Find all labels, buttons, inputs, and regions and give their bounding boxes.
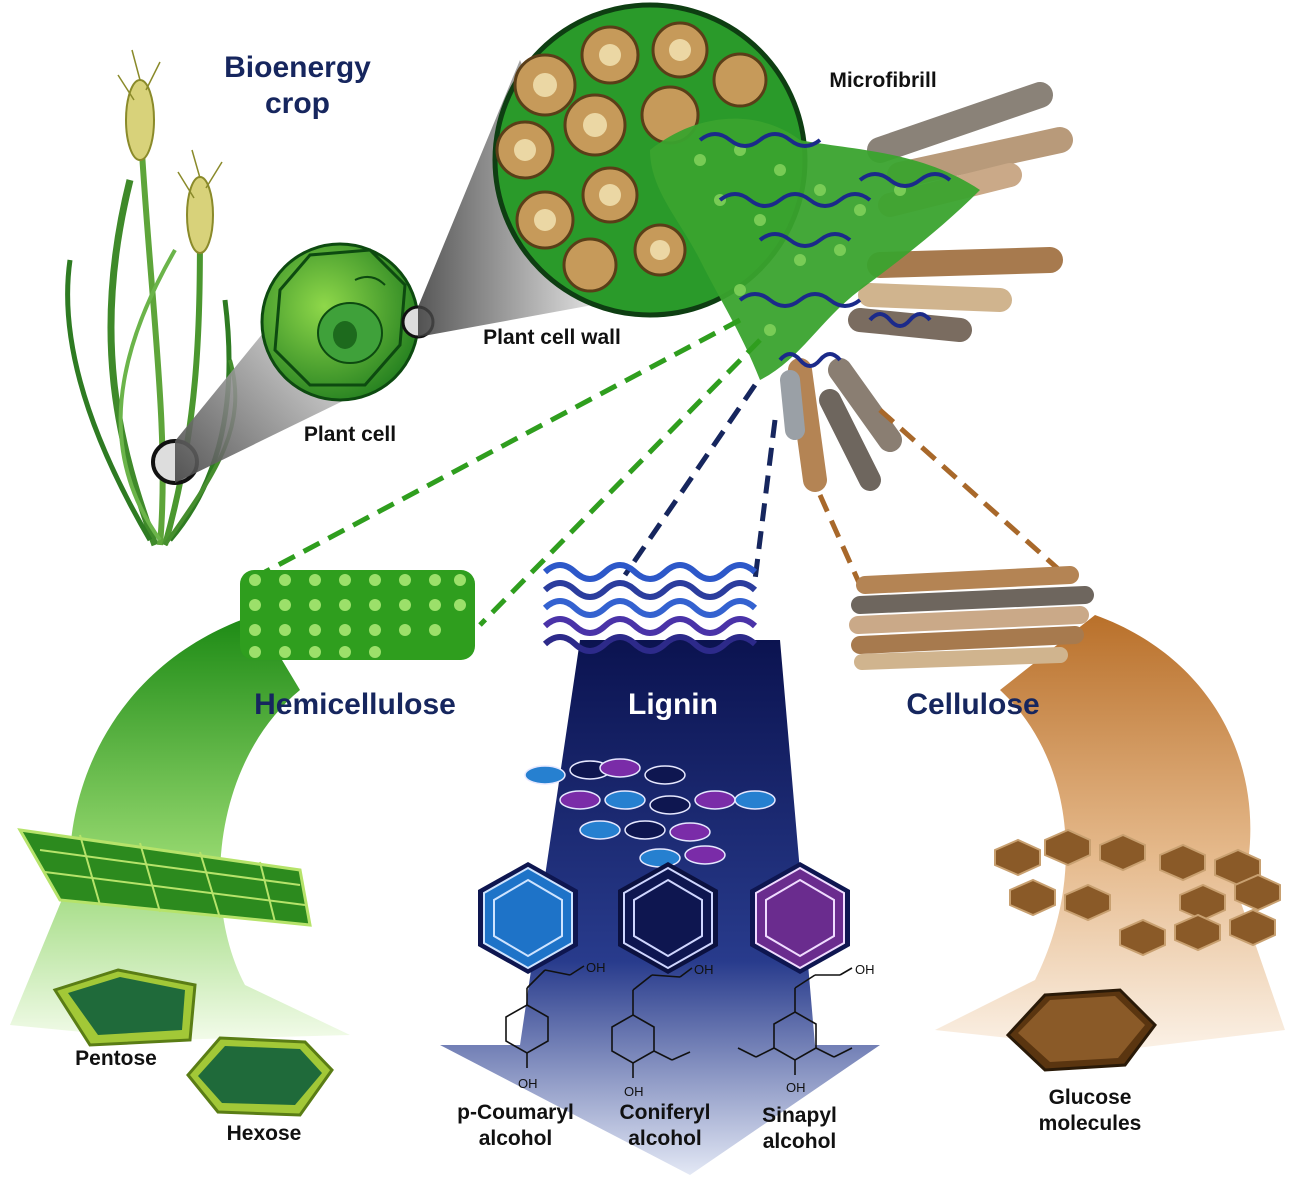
hemicellulose-strands <box>240 570 475 660</box>
plant-cell-illustration <box>260 242 435 402</box>
p-coumaryl-alcohol-label: p-Coumaryl alcohol <box>443 1100 588 1152</box>
coumaryl-ring-icon <box>478 862 578 974</box>
microfibril-label: Microfibrill <box>829 69 937 92</box>
pentose-icon <box>52 968 197 1047</box>
bioenergy-crop-illustration <box>65 49 238 547</box>
coniferyl-line-1: Coniferyl <box>619 1101 711 1124</box>
hemicellulose-branch <box>10 570 475 1117</box>
glucose-molecules-label: Glucose molecules <box>1022 1085 1158 1137</box>
dashed-connectors <box>263 317 1067 627</box>
sinapyl-line-1: Sinapyl <box>762 1104 837 1127</box>
lignin-branch: OH OH OH OH OH OH <box>440 562 880 1175</box>
lignin-network <box>524 758 776 868</box>
p-coumaryl-line-1: p-Coumaryl <box>457 1101 574 1124</box>
hexose-icon <box>186 1036 334 1117</box>
coniferyl-line-2: alcohol <box>628 1127 702 1150</box>
oh-label: OH <box>586 960 606 975</box>
cellulose-branch <box>849 566 1285 1072</box>
lignin-polymer-stack <box>542 562 758 654</box>
glucose-line-2: molecules <box>1038 1112 1142 1135</box>
oh-label: OH <box>624 1084 644 1099</box>
wheat-ear-icon <box>117 49 223 254</box>
oh-label: OH <box>518 1076 538 1091</box>
plant-cell-label: Plant cell <box>303 423 397 446</box>
sinapyl-ring-icon <box>750 862 850 974</box>
coniferyl-structure <box>611 967 693 1078</box>
bioenergy-line-1: Bioenergy <box>224 51 371 84</box>
microfibril-illustration <box>650 82 1073 492</box>
coniferyl-ring-icon <box>618 862 718 974</box>
oh-label: OH <box>786 1080 806 1095</box>
bioenergy-crop-title: Bioenergy crop <box>205 50 390 122</box>
hemicellulose-label: Hemicellulose <box>254 688 456 721</box>
coumaryl-structure <box>505 965 585 1068</box>
cellulose-bundle <box>849 566 1094 670</box>
glucose-icon <box>1005 988 1157 1072</box>
sugar-sheet <box>17 828 312 927</box>
sinapyl-line-2: alcohol <box>762 1130 837 1153</box>
hexose-label: Hexose <box>226 1122 302 1145</box>
glucose-sheet <box>994 828 1281 957</box>
sinapyl-alcohol-label: Sinapyl alcohol <box>742 1103 857 1155</box>
coniferyl-alcohol-label: Coniferyl alcohol <box>600 1100 730 1152</box>
glucose-line-1: Glucose <box>1048 1086 1132 1109</box>
oh-label: OH <box>694 962 714 977</box>
lignin-label: Lignin <box>628 688 718 721</box>
oh-label: OH <box>855 962 875 977</box>
sinapyl-structure <box>737 967 853 1075</box>
p-coumaryl-line-2: alcohol <box>478 1127 553 1150</box>
pentose-label: Pentose <box>75 1047 157 1070</box>
plant-cell-wall-label: Plant cell wall <box>483 326 621 349</box>
cellulose-label: Cellulose <box>906 688 1040 721</box>
bioenergy-line-2: crop <box>264 87 330 120</box>
